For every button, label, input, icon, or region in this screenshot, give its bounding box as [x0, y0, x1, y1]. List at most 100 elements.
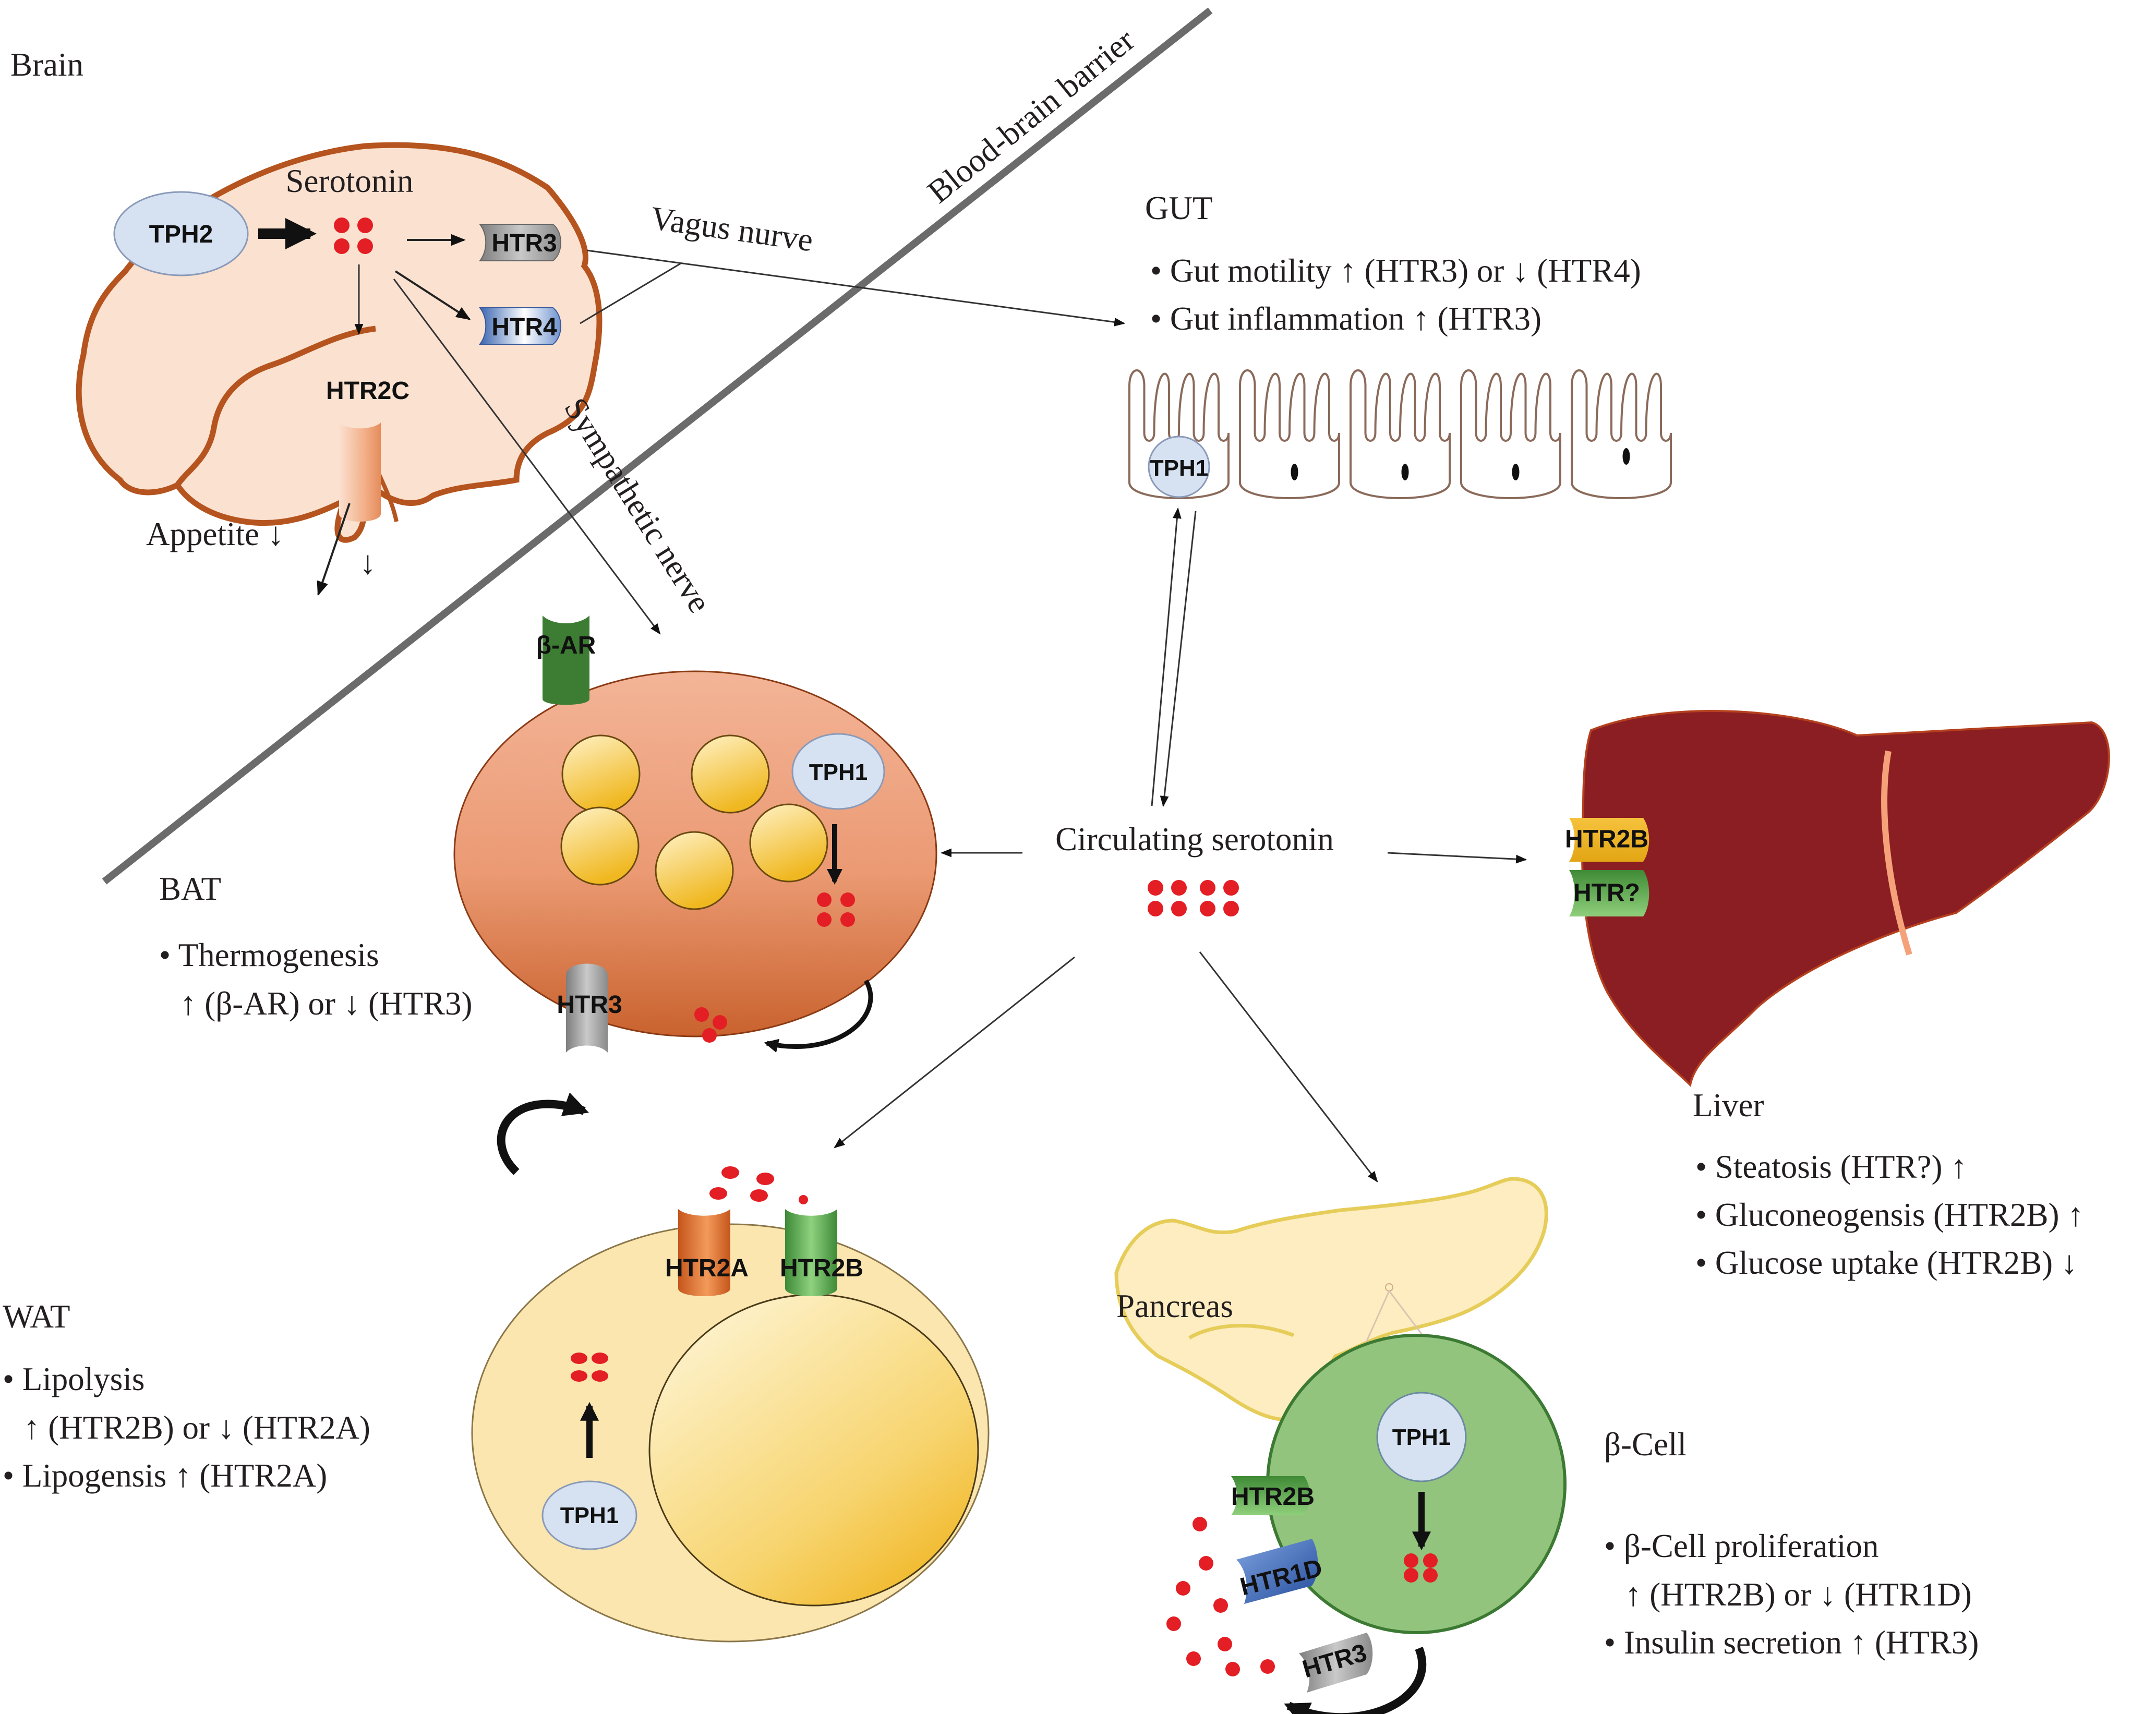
gut-epithelial-cell	[1571, 369, 1672, 499]
pancreas-section: Pancreas TPH1 HTR2B HTR1D HTR3 β-Cell • …	[1114, 1177, 1979, 1714]
beta-cell-bullet-1-effect: ↑ (HTR2B) or ↓ (HTR1D)	[1625, 1576, 1972, 1613]
wat-tph1-label: TPH1	[560, 1503, 619, 1528]
pancreas-duct	[1188, 1324, 1295, 1339]
circulating-serotonin: Circulating serotonin	[834, 821, 1527, 1182]
blood-brain-barrier-line	[102, 7, 1213, 885]
liver-section: HTR2B HTR? Liver • Steatosis (HTR?) ↑ • …	[1565, 710, 2110, 1281]
sympathetic-nerve-line	[393, 279, 661, 635]
gut-title: GUT	[1145, 190, 1212, 226]
wat-bullet-1: • Lipolysis	[3, 1361, 144, 1397]
liver-htr-unknown-receptor	[1569, 870, 1649, 916]
brain-section: Brain TPH2 Serotonin HTR3 HTR4 HTR2C App…	[10, 46, 603, 596]
wat-serotonin-dots	[571, 1353, 608, 1382]
brain-title: Brain	[10, 46, 83, 83]
brain-serotonin-dots	[334, 218, 373, 254]
tph2-enzyme	[113, 191, 249, 276]
liver-title: Liver	[1693, 1087, 1764, 1124]
beta-cell-bullet-2: • Insulin secretion ↑ (HTR3)	[1604, 1624, 1979, 1661]
wat-lipid-droplet	[648, 1294, 979, 1607]
tph2-label: TPH2	[149, 221, 213, 248]
gut-cell-nucleus	[1512, 464, 1520, 480]
wat-htr2a-label: HTR2A	[665, 1254, 749, 1282]
beta-cell-htr2b-label: HTR2B	[1231, 1483, 1315, 1511]
bat-bullet-1-effect: ↑ (β-AR) or ↓ (HTR3)	[180, 985, 472, 1022]
beta-cell-serotonin-dots	[1404, 1553, 1438, 1583]
brain-htr2c-receptor	[339, 423, 381, 522]
vagus-nerve-line-htr4	[580, 262, 681, 324]
liver-organ	[1581, 710, 2110, 1088]
gut-tph1-enzyme	[1148, 436, 1210, 498]
liver-bullet-1: • Steatosis (HTR?) ↑	[1695, 1149, 1967, 1185]
vagus-nerve-line-htr3	[586, 249, 1126, 327]
brain-cerebellum-fold	[175, 325, 376, 487]
liver-htr-unknown-label: HTR?	[1573, 879, 1640, 907]
bat-htr3-label: HTR3	[557, 991, 622, 1019]
liver-htr2b-receptor	[1569, 818, 1649, 862]
beta-cell-htr2b-receptor	[1231, 1476, 1310, 1515]
wat-feedback-arrow	[497, 1092, 589, 1175]
bat-htr3-receptor	[566, 963, 608, 1053]
brain-htr4-receptor	[479, 307, 561, 345]
bat-beta-ar-label: β-AR	[536, 632, 596, 659]
gut-epithelial-cell	[1350, 369, 1451, 499]
bat-title: BAT	[159, 871, 221, 907]
wat-htr2a-receptor	[678, 1209, 730, 1296]
bat-beta-ar-receptor	[543, 615, 589, 705]
pancreas-organ	[1114, 1177, 1548, 1422]
beta-cell-htr1d-receptor	[1236, 1539, 1318, 1604]
beta-cell-bullet-1: • β-Cell proliferation	[1604, 1528, 1878, 1564]
gut-to-circulation-arrow	[1151, 507, 1182, 806]
vagus-nerve-label: Vagus nurve	[648, 200, 815, 259]
gut-bullet-1: • Gut motility ↑ (HTR3) or ↓ (HTR4)	[1150, 252, 1641, 289]
pancreas-label: Pancreas	[1116, 1288, 1233, 1324]
arrow-to-htr4	[394, 270, 471, 320]
arrow-to-pancreas	[1199, 951, 1378, 1182]
circulation-to-gut-arrow	[1160, 511, 1197, 807]
bat-section: BAT • Thermogenesis ↑ (β-AR) or ↓ (HTR3)…	[159, 615, 937, 1053]
blood-brain-barrier-label: Blood-brain barrier	[921, 21, 1141, 210]
beta-cell-tph1-label: TPH1	[1392, 1425, 1451, 1450]
wat-tph1-enzyme	[541, 1480, 637, 1550]
gut-tph1-label: TPH1	[1150, 455, 1208, 481]
liver-htr2b-label: HTR2B	[1565, 826, 1648, 853]
gut-epithelial-cell	[1239, 369, 1340, 499]
circulating-serotonin-dots	[1148, 880, 1239, 916]
gut-epithelial-cell	[1460, 369, 1561, 499]
gut-cell-nucleus	[1622, 448, 1630, 465]
gut-cell-nucleus	[1291, 464, 1298, 480]
arrow-to-wat	[834, 956, 1075, 1149]
wat-title: WAT	[3, 1298, 70, 1335]
bat-serotonin-dots	[817, 892, 855, 927]
brain-htr3-label: HTR3	[491, 230, 557, 257]
brain-htr4-label: HTR4	[491, 313, 557, 341]
down-arrow-glyph: ↓	[359, 545, 376, 581]
liver-lobe-divider	[1881, 750, 1912, 956]
gut-epithelium	[1128, 369, 1672, 499]
gut-section: GUT • Gut motility ↑ (HTR3) or ↓ (HTR4) …	[1128, 190, 1672, 807]
htr2c-to-appetite-arrow	[317, 503, 351, 596]
beta-cell-htr3-receptor	[1299, 1633, 1373, 1693]
appetite-label: Appetite ↓	[146, 516, 284, 552]
beta-cell-tph1-enzyme	[1376, 1392, 1467, 1482]
bat-tph1-enzyme	[791, 733, 885, 810]
brain-htr2c-label: HTR2C	[326, 377, 409, 405]
wat-bullet-1-effect: ↑ (HTR2B) or ↓ (HTR2A)	[23, 1409, 370, 1446]
bat-released-serotonin	[694, 1007, 727, 1043]
liver-bullet-3: • Glucose uptake (HTR2B) ↓	[1695, 1245, 2077, 1281]
bat-tph1-label: TPH1	[809, 759, 868, 785]
brain-serotonin-label: Serotonin	[286, 163, 414, 199]
arrow-to-liver	[1387, 852, 1527, 864]
wat-bullet-2: • Lipogensis ↑ (HTR2A)	[3, 1457, 327, 1494]
beta-cell-feedback-arrow	[1284, 1647, 1427, 1714]
beta-cell-title: β-Cell	[1604, 1426, 1687, 1463]
circulating-serotonin-label: Circulating serotonin	[1055, 821, 1334, 858]
gut-cell-nucleus	[1401, 464, 1409, 480]
brain-htr3-receptor	[479, 224, 561, 261]
wat-released-serotonin	[709, 1166, 808, 1204]
bat-bullet-1: • Thermogenesis	[159, 937, 379, 973]
gut-bullet-2: • Gut inflammation ↑ (HTR3)	[1150, 300, 1541, 337]
wat-section: WAT • Lipolysis ↑ (HTR2B) or ↓ (HTR2A) •…	[3, 1092, 990, 1643]
bat-feedback-arrow	[764, 979, 873, 1053]
wat-htr2b-receptor	[785, 1209, 837, 1296]
